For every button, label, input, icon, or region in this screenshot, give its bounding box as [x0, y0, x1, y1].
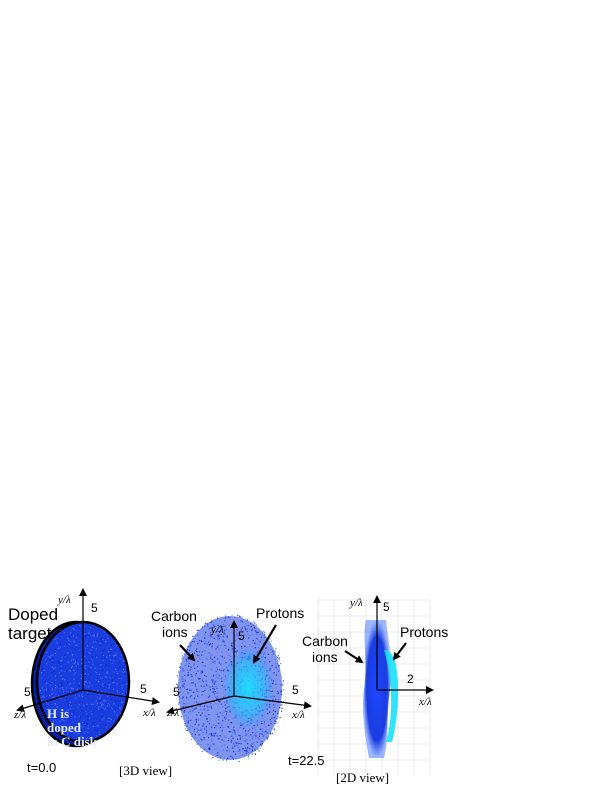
panel-doped-target: Doped target y/λ 5 5 x/λ 5 z/λ H is dope…	[8, 588, 160, 775]
proton-cloud	[222, 646, 274, 730]
y-tick-label: 5	[91, 601, 98, 615]
doped-target-label-line1: Doped	[8, 605, 58, 624]
panel-2d-view: y/λ 5 2 x/λ Carbon ions Protons t=22.5 […	[288, 595, 448, 785]
x-axis-label: x/λ	[291, 709, 305, 721]
disk-speckle	[39, 624, 128, 741]
x-axis-line	[82, 689, 160, 706]
doped-note-line3: in C disk	[47, 734, 98, 749]
z-axis-line	[166, 695, 235, 715]
x-tick-label: 2	[407, 672, 414, 686]
protons-arrow	[392, 642, 407, 661]
y-tick-label: 5	[383, 600, 390, 614]
x-axis-label: x/λ	[142, 707, 156, 719]
y-axis-label: y/λ	[57, 594, 71, 606]
doped-target-label-line2: target	[8, 624, 52, 643]
protons-arrow	[252, 624, 277, 664]
view-label: [3D view]	[119, 763, 172, 778]
carbon-arrow	[344, 650, 364, 664]
carbon-arrow	[179, 644, 196, 662]
z-axis-label: z/λ	[166, 707, 179, 719]
doped-note-line2: doped	[47, 720, 82, 735]
y-axis-label: y/λ	[349, 597, 363, 609]
protons-label: Protons	[400, 624, 448, 640]
y-axis-label: y/λ	[210, 624, 224, 636]
z-tick-label: 5	[24, 685, 31, 699]
z-tick-label: 5	[173, 685, 180, 699]
carbon-label-line2: ions	[162, 624, 188, 640]
y-tick-label: 5	[238, 629, 245, 643]
doped-note-line1: H is	[47, 706, 69, 721]
z-axis-line	[16, 689, 84, 713]
panel-3d-view: Carbon ions Protons y/λ 5 5 x/λ 5 z/λ [3…	[119, 605, 312, 778]
time-label: t=0.0	[27, 760, 56, 775]
carbon-label-line1: Carbon	[302, 633, 348, 649]
carbon-label-line1: Carbon	[151, 608, 197, 624]
time-label: t=22.5	[288, 753, 325, 768]
z-axis-label: z/λ	[13, 709, 26, 721]
proton-layer	[384, 650, 399, 742]
view-label: [2D view]	[336, 770, 389, 785]
carbon-label-line2: ions	[312, 649, 338, 665]
x-axis-line	[233, 695, 312, 710]
protons-label: Protons	[256, 605, 304, 621]
x-tick-label: 5	[140, 682, 147, 696]
x-tick-label: 5	[292, 683, 299, 697]
x-axis-label: x/λ	[418, 696, 432, 708]
